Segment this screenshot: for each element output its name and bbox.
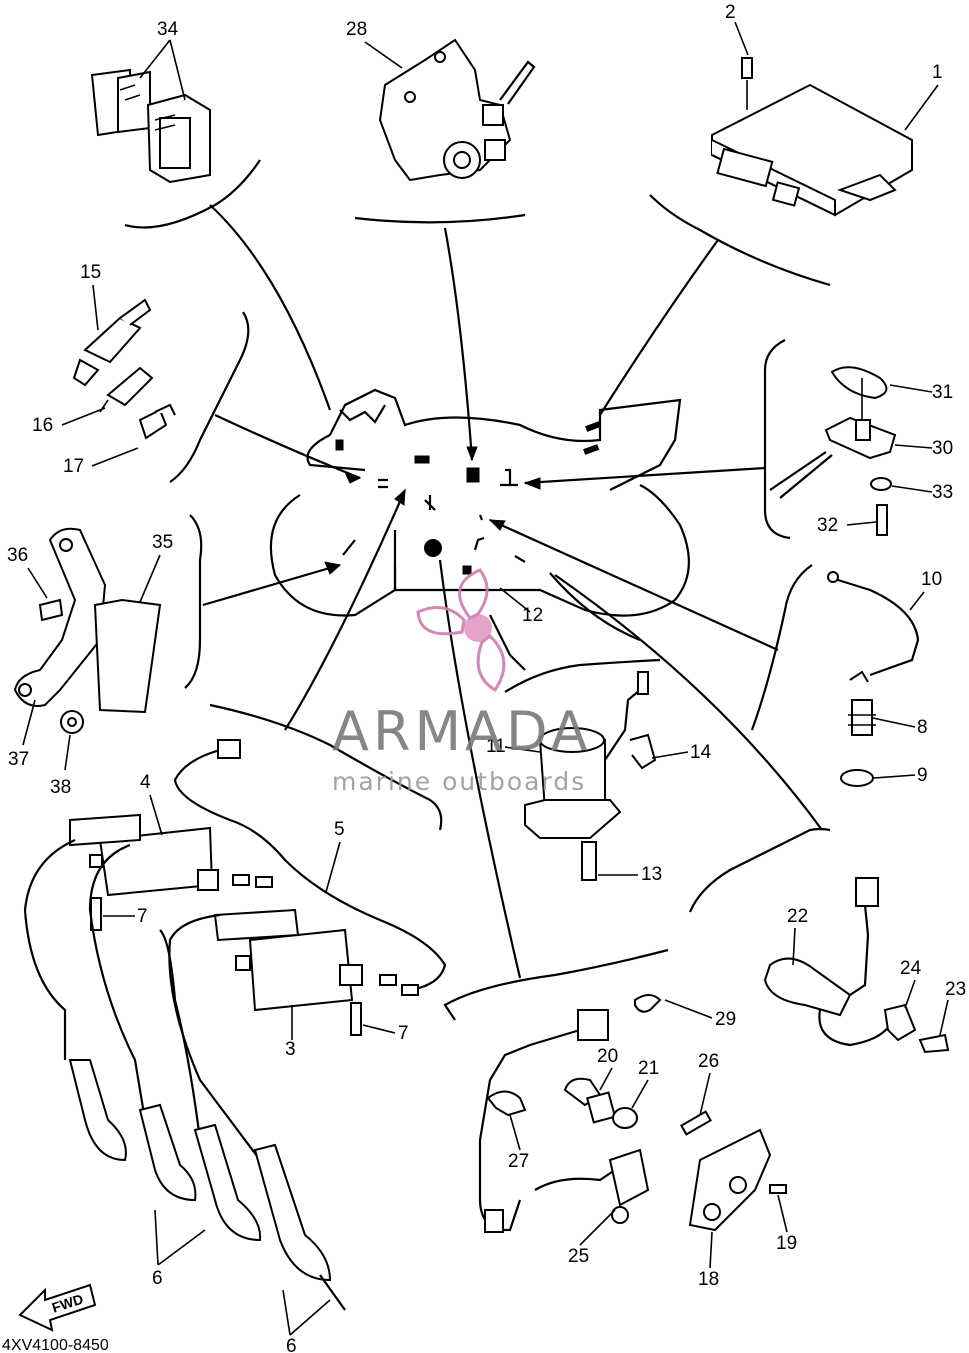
part-label-33: 33 <box>932 482 953 503</box>
callout-lines <box>124 159 831 1021</box>
part-label-6b: 6 <box>286 1336 297 1353</box>
watermark-brand: ARMADA <box>332 700 592 763</box>
central-fittings <box>335 421 602 575</box>
temperature-sensors-15-16-17 <box>72 298 176 440</box>
part-label-6a: 6 <box>152 1268 163 1289</box>
part-label-5: 5 <box>334 819 345 840</box>
part-label-24: 24 <box>900 958 922 979</box>
spark-plug-leads-6 <box>23 838 346 1311</box>
part-label-13: 13 <box>641 864 662 885</box>
part-label-34: 34 <box>157 19 179 40</box>
part-label-23: 23 <box>945 979 966 1000</box>
forward-arrow: FWD <box>18 1283 97 1332</box>
bracket-35-36-37-38 <box>13 527 162 734</box>
ecu-unit-1 <box>711 57 913 217</box>
part-label-10: 10 <box>921 569 942 590</box>
part-label-27: 27 <box>508 1151 529 1172</box>
wire-and-plug-8-9-10 <box>827 571 920 787</box>
part-label-35: 35 <box>152 532 173 553</box>
part-label-8: 8 <box>917 717 928 738</box>
part-label-26: 26 <box>698 1051 719 1072</box>
part-label-20: 20 <box>597 1046 618 1067</box>
relay-assembly-34 <box>90 68 211 184</box>
drawing-code: 4XV4100-8450 <box>2 1337 109 1353</box>
part-label-30: 30 <box>932 438 953 459</box>
part-label-25: 25 <box>568 1246 589 1267</box>
part-label-32: 32 <box>817 515 838 536</box>
part-label-7a: 7 <box>137 906 148 927</box>
starter-relay-11-14 <box>524 671 657 881</box>
part-label-15: 15 <box>80 262 101 283</box>
part-label-19: 19 <box>776 1233 797 1254</box>
part-label-2: 2 <box>725 2 736 23</box>
part-label-38: 38 <box>50 777 71 798</box>
part-label-11: 11 <box>486 736 506 757</box>
part-label-22: 22 <box>787 906 808 927</box>
pickup-coil-18-29 <box>478 994 787 1233</box>
part-label-36: 36 <box>7 545 28 566</box>
part-label-37: 37 <box>8 749 29 770</box>
chassis-outline <box>269 388 690 617</box>
valve-assembly-28 <box>378 38 536 182</box>
part-label-3: 3 <box>285 1039 296 1060</box>
armada-watermark: ARMADA marine outboards <box>332 568 592 796</box>
part-label-4: 4 <box>140 772 151 793</box>
part-labels: 1 2 3 4 5 6 6 7 7 8 9 10 11 12 13 14 15 … <box>7 2 966 1353</box>
part-label-1: 1 <box>932 62 943 83</box>
part-label-16: 16 <box>32 415 53 436</box>
watermark-tagline: marine outboards <box>332 767 586 796</box>
armada-logo-icon <box>416 568 506 693</box>
label-leader-lines <box>22 21 949 1336</box>
crank-sensor-22-23-24 <box>763 877 950 1054</box>
lean-sensor-30-31-32-33 <box>769 366 897 536</box>
part-label-29: 29 <box>715 1009 736 1030</box>
part-label-31: 31 <box>932 382 953 403</box>
part-label-9: 9 <box>917 765 928 786</box>
part-label-28: 28 <box>346 19 367 40</box>
part-label-18: 18 <box>698 1269 719 1290</box>
arrowheads <box>324 446 541 575</box>
part-label-21: 21 <box>638 1058 659 1079</box>
part-label-17: 17 <box>63 456 84 477</box>
part-label-14: 14 <box>690 742 712 763</box>
part-label-7b: 7 <box>398 1023 409 1044</box>
